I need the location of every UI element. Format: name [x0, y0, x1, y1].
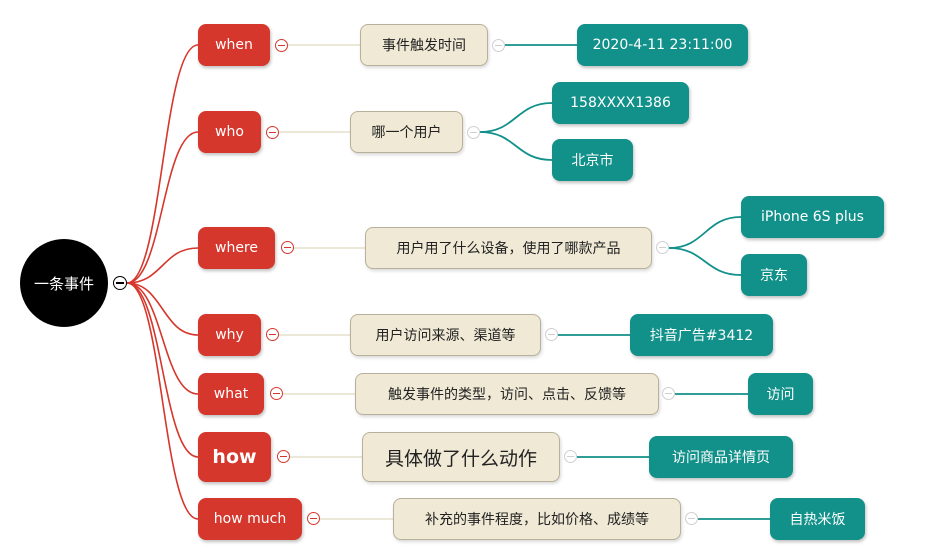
why-collapse-icon[interactable] — [266, 328, 279, 341]
value-what-1-label: 访问 — [766, 387, 795, 403]
value-who-2[interactable]: 北京市 — [552, 139, 633, 181]
branch-how-much-label: how much — [213, 511, 287, 527]
desc-how-much-label: 补充的事件程度，比如价格、成绩等 — [425, 512, 649, 528]
who-collapse-icon[interactable] — [266, 126, 279, 139]
desc-when[interactable]: 事件触发时间 — [360, 24, 488, 66]
branch-who[interactable]: who — [198, 111, 261, 153]
value-when-1-label: 2020-4-11 23:11:00 — [592, 37, 733, 53]
desc-how-label: 具体做了什么动作 — [384, 447, 537, 470]
value-why-1-label: 抖音广告#3412 — [649, 328, 754, 344]
desc-who[interactable]: 哪一个用户 — [350, 111, 463, 153]
value-how-much-1[interactable]: 自热米饭 — [770, 498, 865, 540]
branch-when[interactable]: when — [198, 24, 270, 66]
value-how-1[interactable]: 访问商品详情页 — [649, 436, 793, 478]
how-collapse-icon[interactable] — [277, 450, 290, 463]
link-where-value-2 — [668, 247, 742, 276]
value-who-1-label: 158XXXX1386 — [570, 95, 671, 111]
where-desc-collapse-icon[interactable] — [656, 241, 669, 254]
desc-where[interactable]: 用户用了什么设备，使用了哪款产品 — [365, 227, 652, 269]
value-how-1-label: 访问商品详情页 — [672, 450, 770, 466]
link-root-how-much — [126, 282, 199, 520]
desc-where-label: 用户用了什么设备，使用了哪款产品 — [396, 241, 621, 257]
desc-why-label: 用户访问来源、渠道等 — [375, 328, 516, 344]
who-desc-collapse-icon[interactable] — [467, 126, 480, 139]
value-where-2[interactable]: 京东 — [741, 254, 807, 296]
value-where-1-label: iPhone 6S plus — [761, 209, 864, 225]
how-much-collapse-icon[interactable] — [307, 512, 320, 525]
branch-why-label: why — [215, 327, 244, 343]
when-desc-collapse-icon[interactable] — [492, 39, 505, 52]
value-how-much-1-label: 自热米饭 — [789, 512, 846, 528]
why-desc-collapse-icon[interactable] — [545, 328, 558, 341]
how-much-desc-collapse-icon[interactable] — [685, 512, 698, 525]
link-root-why — [126, 282, 199, 336]
branch-why[interactable]: why — [198, 314, 261, 356]
link-root-where — [126, 247, 199, 284]
link-root-when — [126, 44, 199, 284]
link-who-value-2 — [479, 131, 553, 161]
root-node[interactable]: 一条事件 — [20, 239, 108, 327]
value-who-1[interactable]: 158XXXX1386 — [552, 82, 689, 124]
branch-what-label: what — [213, 386, 249, 402]
branch-what[interactable]: what — [198, 373, 264, 415]
link-root-who — [126, 131, 199, 284]
when-collapse-icon[interactable] — [275, 39, 288, 52]
branch-where-label: where — [215, 240, 258, 256]
value-what-1[interactable]: 访问 — [748, 373, 813, 415]
root-collapse-icon[interactable] — [113, 276, 127, 290]
desc-why[interactable]: 用户访问来源、渠道等 — [350, 314, 541, 356]
value-where-2-label: 京东 — [760, 268, 788, 284]
branch-how-label: how — [212, 446, 257, 468]
desc-how-much[interactable]: 补充的事件程度，比如价格、成绩等 — [393, 498, 681, 540]
link-where-value-1 — [668, 216, 742, 249]
desc-when-label: 事件触发时间 — [382, 38, 466, 54]
desc-who-label: 哪一个用户 — [371, 125, 442, 141]
value-when-1[interactable]: 2020-4-11 23:11:00 — [577, 24, 748, 66]
link-root-what — [126, 282, 199, 395]
link-who-value-1 — [479, 102, 553, 133]
value-who-2-label: 北京市 — [571, 153, 614, 169]
branch-where[interactable]: where — [198, 227, 275, 269]
value-where-1[interactable]: iPhone 6S plus — [741, 196, 884, 238]
desc-what-label: 触发事件的类型，访问、点击、反馈等 — [388, 387, 626, 403]
desc-how[interactable]: 具体做了什么动作 — [362, 432, 560, 482]
what-desc-collapse-icon[interactable] — [662, 387, 675, 400]
branch-how-much[interactable]: how much — [198, 498, 302, 540]
branch-who-label: who — [215, 124, 244, 140]
how-desc-collapse-icon[interactable] — [564, 450, 577, 463]
root-label: 一条事件 — [33, 274, 94, 293]
where-collapse-icon[interactable] — [281, 241, 294, 254]
value-why-1[interactable]: 抖音广告#3412 — [630, 314, 773, 356]
branch-when-label: when — [215, 37, 253, 53]
desc-what[interactable]: 触发事件的类型，访问、点击、反馈等 — [355, 373, 659, 415]
link-root-how — [126, 282, 199, 458]
what-collapse-icon[interactable] — [270, 387, 283, 400]
branch-how[interactable]: how — [198, 432, 271, 482]
